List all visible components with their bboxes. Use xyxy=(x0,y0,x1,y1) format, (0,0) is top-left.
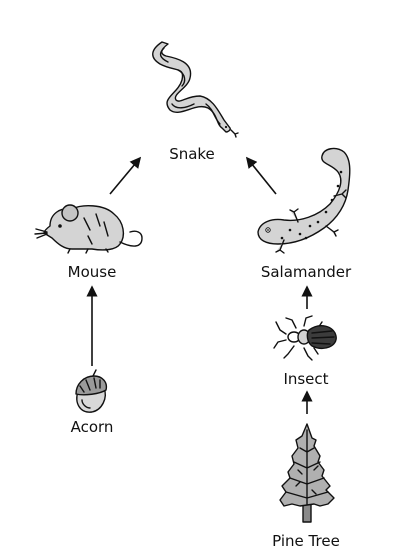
snake-icon xyxy=(152,41,239,138)
salamander-label: Salamander xyxy=(261,263,352,281)
arrow-salamander-to-snake xyxy=(245,156,277,195)
acorn-icon xyxy=(75,369,108,413)
beetle-icon xyxy=(273,315,337,361)
salamander-icon xyxy=(257,147,351,254)
arrow-mouse-to-snake xyxy=(109,156,142,195)
pine-tree-label: Pine Tree xyxy=(272,532,340,550)
snake-label: Snake xyxy=(169,145,215,163)
acorn-label: Acorn xyxy=(71,418,114,436)
insect-label: Insect xyxy=(283,370,328,388)
mouse-icon xyxy=(34,204,143,254)
pine-tree-icon xyxy=(279,423,335,523)
mouse-label: Mouse xyxy=(68,263,117,281)
